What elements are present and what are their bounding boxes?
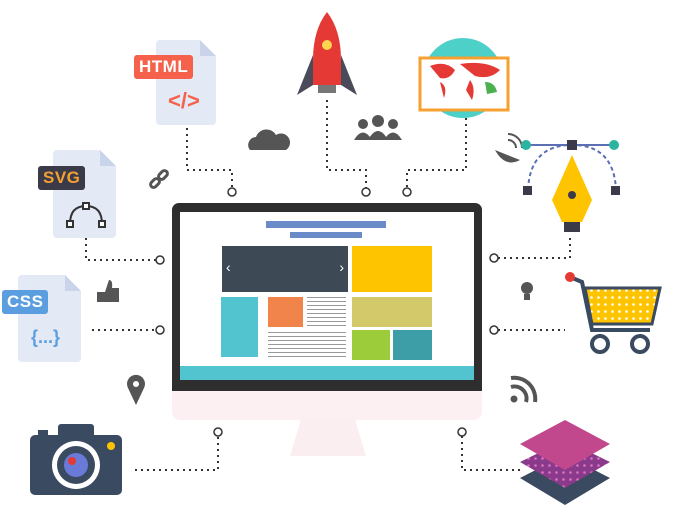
page-footer-bar [180,366,474,380]
svg-label: SVG [38,166,86,190]
yellow-block [352,246,432,292]
braces-glyph: {...} [31,327,61,347]
css-file-icon: CSS {...} [2,275,81,362]
html-file-icon: HTML </> [134,40,216,125]
green-block [352,330,390,360]
olive-block [352,297,432,327]
page-header-bar [266,221,386,228]
code-glyph: </> [168,88,200,113]
monitor-stand [290,418,366,456]
html-label: HTML [134,55,194,79]
css-label: CSS [2,290,49,314]
slider-prev-arrow[interactable]: ‹ [226,259,231,275]
slider-next-arrow[interactable]: › [339,259,344,275]
bezier-icon [66,202,106,228]
darkteal-block [393,330,432,360]
orange-block [268,297,303,327]
teal-sidebar-block [221,297,258,357]
text-lines [268,332,346,358]
monitor-chin [172,388,482,420]
text-lines-short [307,297,346,327]
svg-file-icon: SVG [38,150,116,238]
page-subheader-bar [290,232,362,238]
image-slider[interactable]: ‹ › [222,246,348,292]
